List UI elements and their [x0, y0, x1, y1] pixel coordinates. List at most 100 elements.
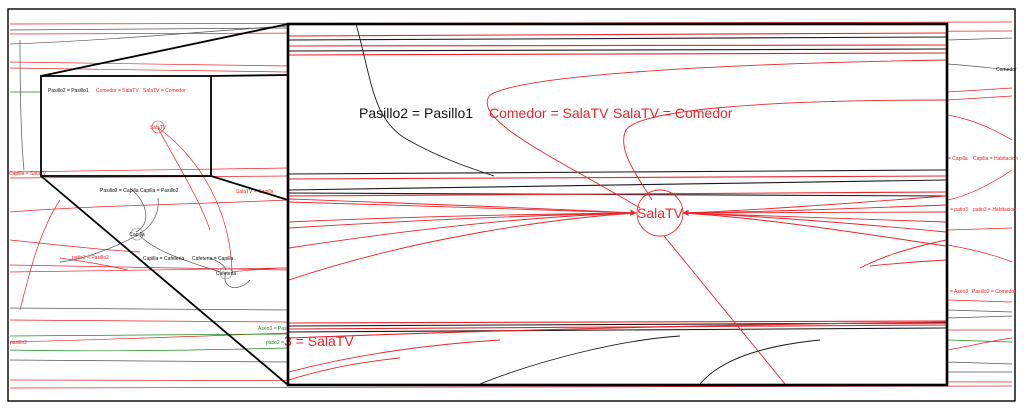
overview-label-salatv-comedor: SalaTV = Comedor: [143, 88, 186, 94]
zoom-node-salatv[interactable]: SalaTV: [636, 189, 684, 237]
overview-edge: [59, 234, 139, 263]
overview-edge: [9, 25, 289, 45]
overview-node-capilla-label: Capilla: [129, 232, 145, 238]
zoom-edge: [289, 179, 946, 191]
zoom-edge-into-salatv: [289, 212, 637, 249]
overview-node-salatv-label: SalaTV: [150, 125, 167, 131]
overview-edge: [9, 67, 289, 73]
zoom-edge: [289, 339, 501, 373]
overview-edge: [9, 199, 289, 213]
overview-edge: [947, 244, 1013, 263]
overview-edge: [947, 361, 1013, 365]
zoom-source-rect: [40, 75, 212, 177]
overview-label-comedor-salatv: Comedor = SalaTV: [96, 88, 139, 94]
zoom-edge: [289, 191, 946, 197]
zoom-edge: [479, 335, 681, 384]
overview-edge: [9, 307, 289, 311]
overview-nodes: SalaTV Capilla Cafeteria: [129, 120, 237, 280]
zoom-label-pasillo2-pasillo1: Pasillo2 = Pasillo1: [359, 105, 473, 121]
zoom-edge: [289, 357, 401, 381]
zoom-edge: [289, 169, 946, 175]
overview-label-right-patio3: = patio3: [950, 207, 968, 213]
overview-label-right-pasillo2-comedor: Pasillo2 = Comedor: [972, 289, 1016, 295]
overview-label-pasillo2-pasillo1: Pasillo2 = Pasillo1: [48, 88, 89, 94]
overview-edge: [139, 235, 221, 273]
zoom-edge: [859, 239, 946, 269]
zoom-edge: [289, 52, 946, 56]
zoom-edge-into-salatv: [682, 212, 946, 247]
overview-edge: [157, 127, 211, 231]
overview-edge: [9, 333, 289, 337]
zoom-edge-into-salatv: [682, 212, 946, 233]
overview-edge: [947, 309, 1013, 313]
zoom-edge-into-salatv: [289, 212, 637, 281]
overview-edge: [59, 257, 129, 271]
overview-edge: [157, 127, 233, 273]
zoom-edge-salatv-down: [663, 235, 786, 384]
zoom-edge-into-salatv: [289, 212, 637, 229]
zoom-edge: [869, 259, 946, 267]
zoom-edges: [289, 25, 946, 384]
zoom-edge-into-salatv: [289, 201, 637, 214]
overview-edge: [947, 315, 1013, 319]
zoom-edge-into-salatv: [289, 198, 637, 216]
zoom-node-salatv-label: SalaTV: [637, 205, 684, 221]
overview-edge: [224, 271, 251, 288]
overview-node-salatv[interactable]: SalaTV: [150, 120, 167, 134]
overview-edge: [947, 227, 1013, 231]
overview-label-right-comedor: Comedor: [996, 67, 1017, 73]
overview-edge: [947, 63, 1013, 71]
overview-node-cafeteria[interactable]: Cafeteria: [216, 266, 237, 280]
overview-edge: [947, 299, 1013, 303]
overview-label-pasillo2-capilla: Pasillo2 = Capilla: [100, 188, 139, 194]
overview-edge: [9, 61, 289, 67]
overview-label-capilla-cafeteria: Capilla = Cafeteria: [143, 256, 184, 262]
overview-node-capilla[interactable]: Capilla: [129, 227, 145, 241]
zoom-edge: [289, 48, 946, 52]
overview-label-right-capilla: = Capilla: [948, 156, 968, 162]
overview-edge: [19, 199, 61, 311]
overview-edge: [231, 267, 289, 273]
overview-edge: [129, 187, 147, 233]
overview-label-right-patio3-habitacion: patio3 = Habitacion: [973, 207, 1016, 213]
overview-edge: [9, 167, 289, 173]
zoom-panel-frame: [286, 22, 949, 387]
zoom-edge-into-salatv: [682, 195, 946, 216]
overview-edge: [9, 27, 289, 31]
overview-edge: [9, 359, 289, 363]
zoom-panel-bg: [288, 24, 947, 385]
zoom-edge: [289, 327, 946, 333]
overview-label-cafeteria-capilla: Cafeteria = Capilla: [192, 256, 233, 262]
overview-label-right-capilla-habitacion: Capilla = Habitacion: [973, 156, 1018, 162]
overview-edge: [947, 337, 1013, 351]
overview-edge: [19, 39, 25, 171]
overview-label-pasillo2: pasillo2: [10, 340, 27, 346]
overview-edge: [947, 114, 1013, 141]
overview-label-right-aseo3: = Aseo3: [950, 289, 968, 295]
zoom-edge-pasillo2-pasillo1: [355, 25, 495, 177]
zoom-edge-into-salatv: [682, 212, 946, 223]
zoom-edge: [289, 324, 946, 330]
zoom-label-salatv-comedor: SalaTV = Comedor: [613, 105, 733, 121]
overview-edge: [9, 347, 289, 352]
overview-label-capilla-pasillo2: Capilla = Pasillo2: [140, 188, 179, 194]
overview-edge: [947, 37, 1013, 41]
zoom-edge: [699, 339, 821, 384]
overview-edge: [209, 257, 227, 271]
overview-label-aseo3-pasillo: Aseo3 = Pasillo: [258, 326, 293, 332]
zoom-label-bottom-salatv: 3 = SalaTV: [284, 333, 354, 349]
overview-label-capilla-salatv: Capilla = SalaTV: [9, 171, 47, 177]
zoom-edge: [289, 175, 946, 180]
overview-label-patio3-pasillo2: patio3 = Pasillo2: [72, 255, 109, 261]
overview-label-patio2: patio2 =: [266, 340, 284, 346]
overview-edge: [9, 319, 289, 323]
zoom-edge-labels: Pasillo2 = Pasillo1 Comedor = SalaTV Sal…: [359, 105, 733, 121]
overview-edge: [947, 87, 1013, 93]
overview-edge: [947, 169, 1013, 201]
zoom-edge-into-salatv: [289, 212, 637, 223]
overview-edge: [9, 385, 1013, 389]
zoom-edge: [289, 36, 946, 41]
zoom-edge-into-salatv: [682, 211, 946, 214]
zoom-edge: [289, 320, 946, 324]
overview-label-salatv-capilla: SalaTV = Capilla: [236, 189, 274, 195]
